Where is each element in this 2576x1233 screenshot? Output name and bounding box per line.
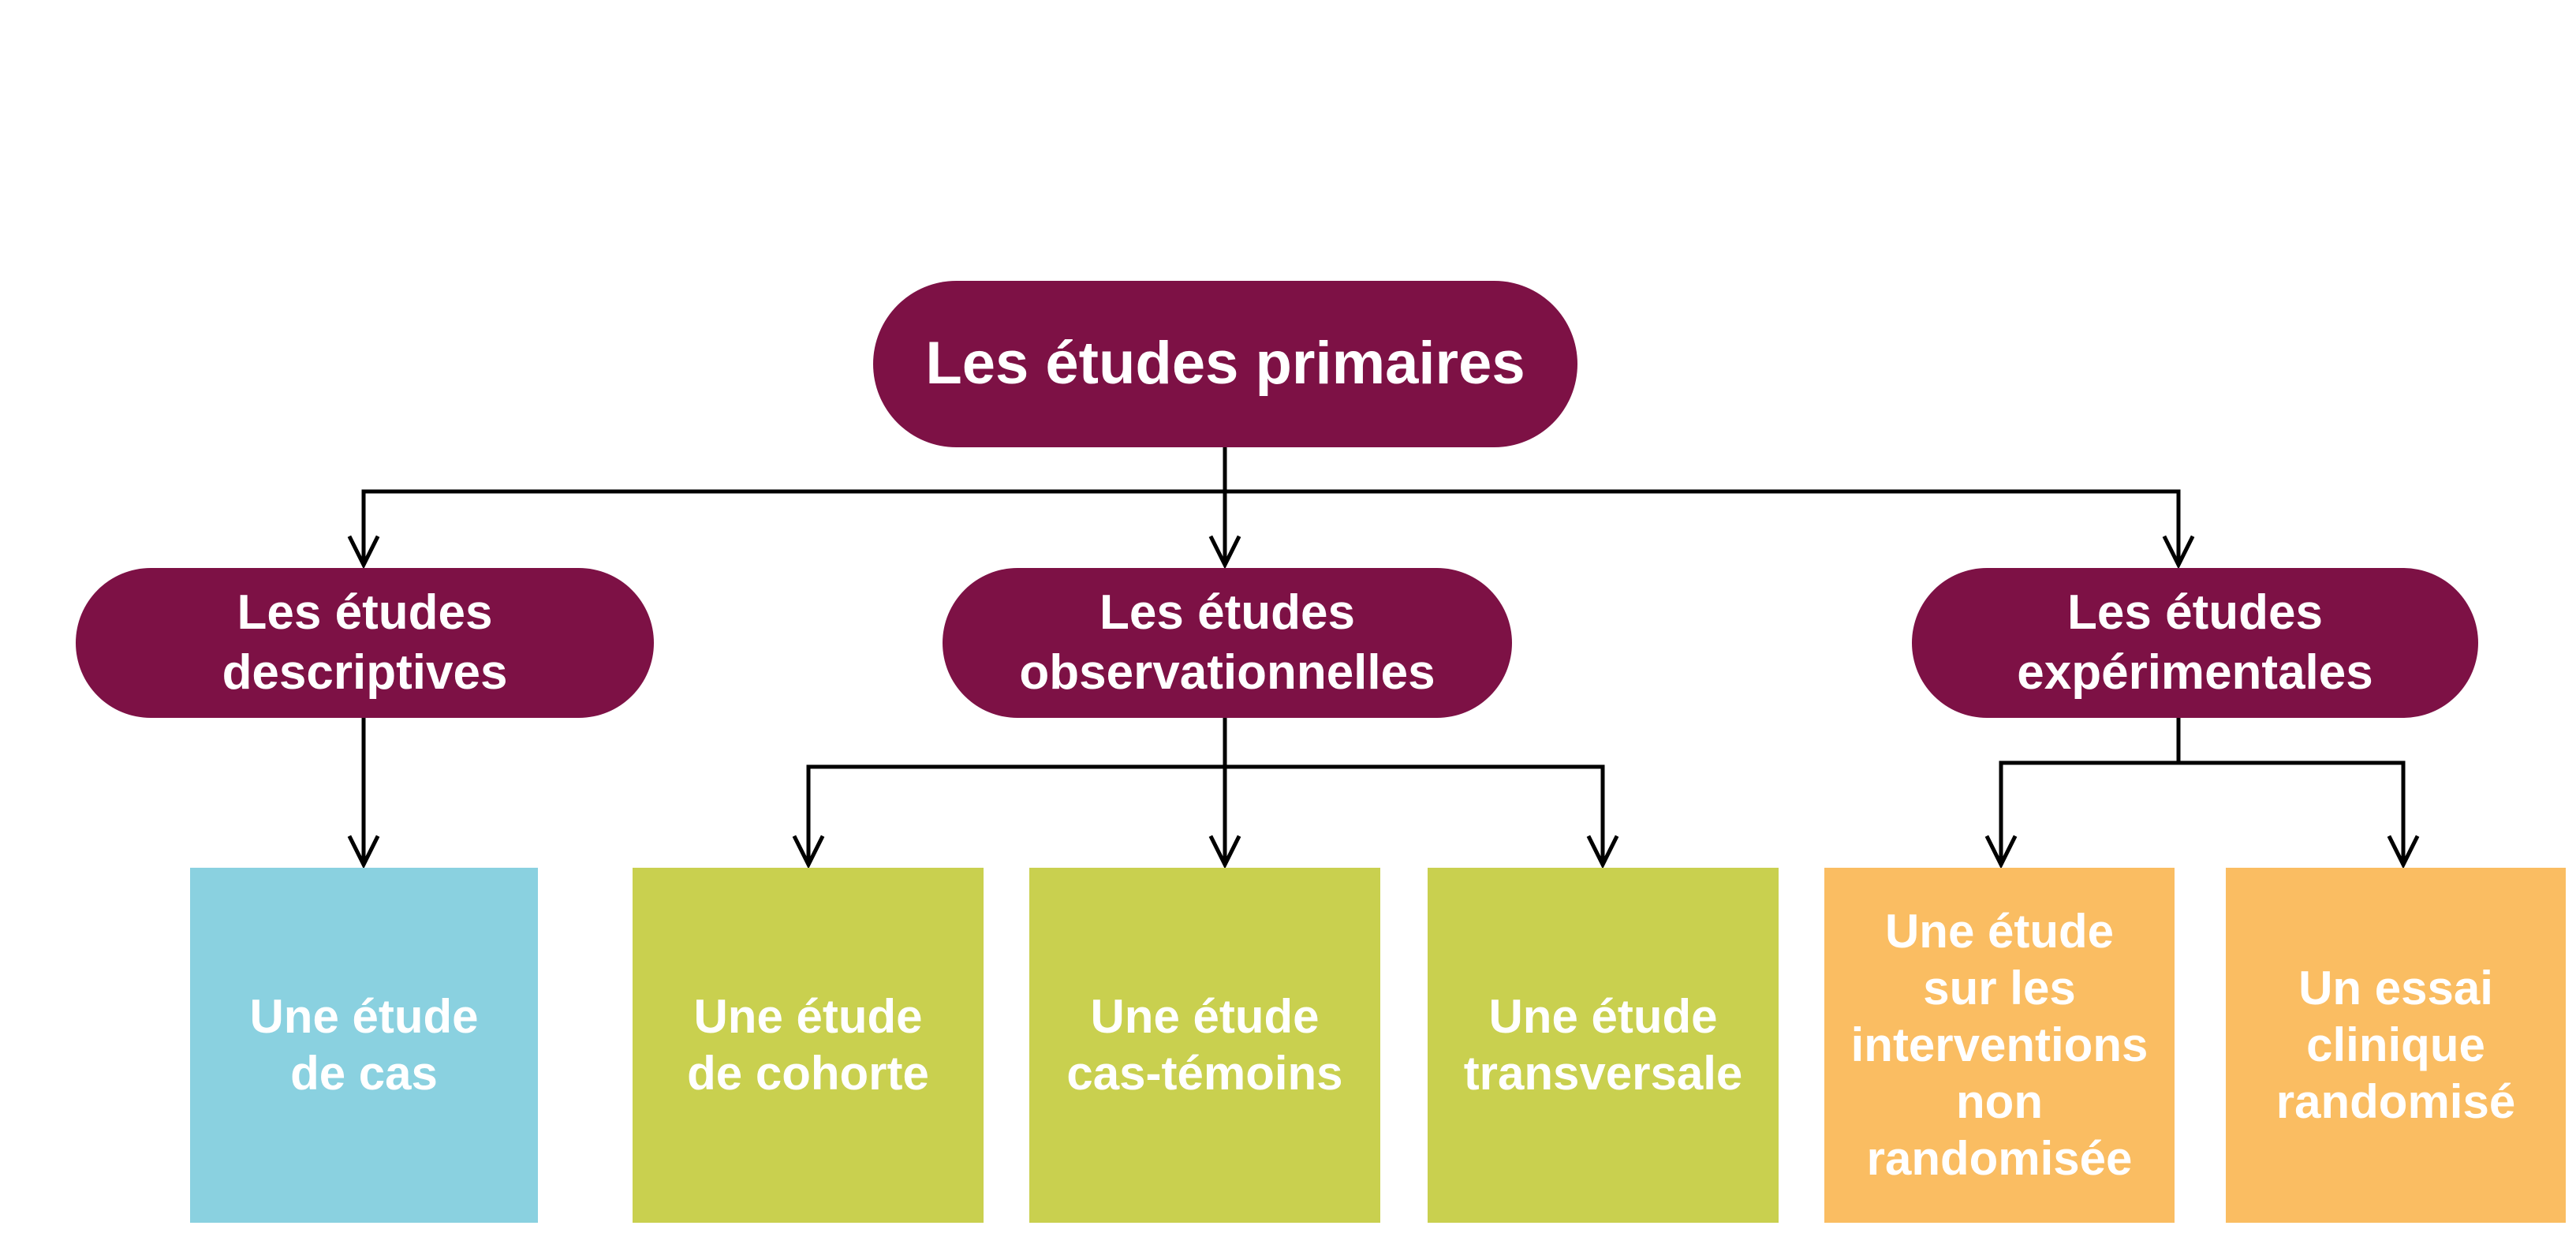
arrowhead-interventions [1984, 835, 2018, 869]
arrowhead-cas-temoins [1208, 835, 1241, 869]
arrowhead-transversale [1586, 835, 1619, 869]
leaf-node-etude-de-cohorte: Une étude de cohorte [633, 868, 984, 1223]
arrowhead-experimentales [2162, 535, 2195, 570]
branch-node-etudes-observationnelles: Les études observationnelles [943, 568, 1512, 718]
leaf-node-etude-transversale: Une étude transversale [1428, 868, 1779, 1223]
branch-node-etudes-descriptives: Les études descriptives [76, 568, 654, 718]
leaf-node-etude-cas-temoins: Une étude cas-témoins [1029, 868, 1380, 1223]
root-node-etudes-primaires: Les études primaires [873, 281, 1577, 447]
branch-node-etudes-experimentales: Les études expérimentales [1912, 568, 2478, 718]
arrowhead-cohorte [792, 835, 825, 869]
arrowhead-essai [2387, 835, 2420, 869]
arrowhead-observationnelles [1208, 535, 1241, 570]
arrowhead-descriptives [347, 535, 380, 570]
leaf-node-etude-de-cas: Une étude de cas [190, 868, 538, 1223]
leaf-node-etude-interventions-non-randomisee: Une étude sur les interventions non rand… [1824, 868, 2175, 1223]
arrowhead-etude-cas [347, 835, 380, 869]
leaf-node-essai-clinique-randomise: Un essai clinique randomisé [2226, 868, 2566, 1223]
